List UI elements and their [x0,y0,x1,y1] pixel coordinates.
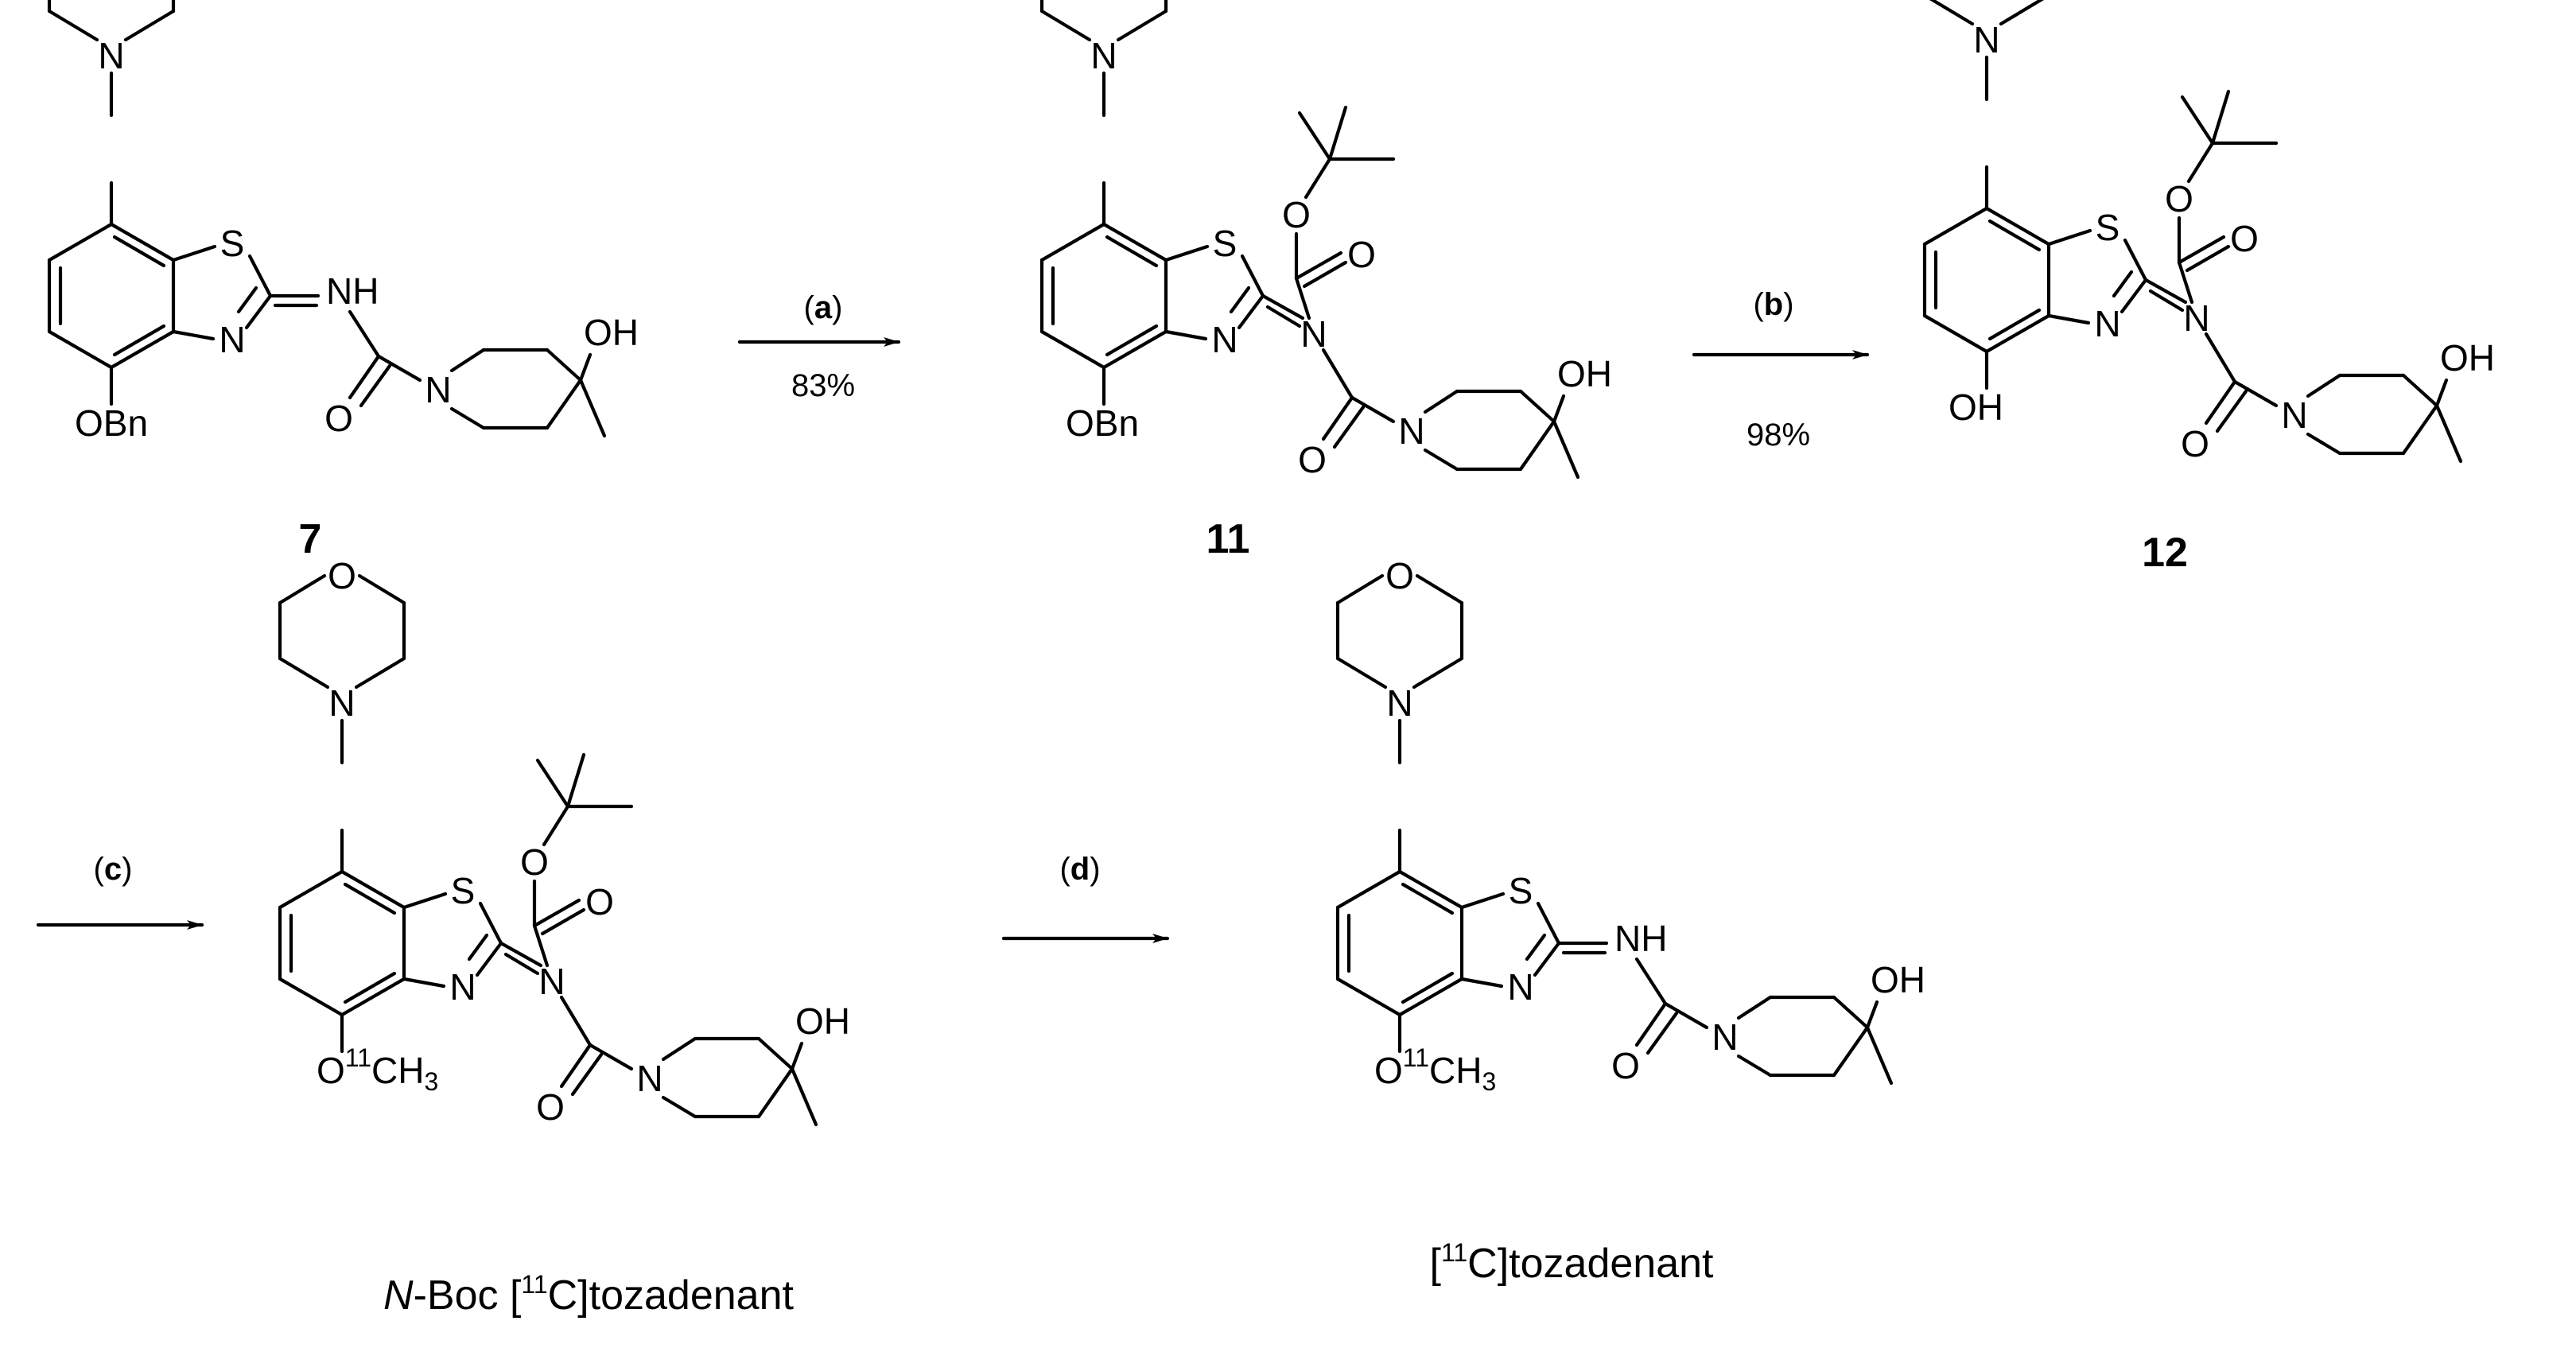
compound-12: OH N 12 [1925,0,2495,576]
step-a-yield: 83% [791,368,855,403]
step-c-letter: c [104,852,122,887]
amide-nh: NH [1614,918,1667,959]
step-c-close: ) [122,852,132,887]
step-c-open: ( [94,852,105,887]
urea-nitrogen: N [2183,297,2209,339]
compound-7: OBn NH 7 [49,0,639,562]
methoxy-label: O11CH3 [1374,1043,1496,1096]
compound-nboc-tozadenant: O11CH3 N N-Boc [11C]tozadenant [280,555,850,1319]
svg-text:(c): (c) [94,852,133,887]
step-d-close: ) [1090,852,1100,887]
step-c: (c) [36,852,204,930]
step-b-letter: b [1764,287,1783,322]
step-b-close: ) [1783,287,1793,322]
methoxy-label: O11CH3 [317,1043,438,1096]
amide-nh: NH [326,270,379,312]
step-b-open: ( [1753,287,1764,322]
step-a-open: ( [804,290,815,325]
compound-label-12: 12 [2142,530,2188,576]
step-a-letter: a [814,290,833,325]
svg-text:(d): (d) [1059,852,1100,887]
step-d: (d) [1001,852,1170,943]
urea-nitrogen: N [1300,313,1327,355]
nboc-tozadenant-caption: N-Boc [11C]tozadenant [383,1270,794,1319]
step-a: (a) 83% [737,290,901,403]
step-b: (b) 98% [1692,287,1870,453]
step-d-open: ( [1059,852,1070,887]
tozadenant-caption: [11C]tozadenant [1429,1238,1714,1287]
compound-label-11: 11 [1206,516,1250,562]
svg-text:(b): (b) [1753,287,1793,322]
step-b-yield: 98% [1746,418,1810,453]
phenol-hydroxyl: OH [1949,387,2003,428]
step-a-close: ) [832,290,842,325]
step-d-letter: d [1070,852,1090,887]
benzyloxy-label: OBn [75,402,148,444]
urea-nitrogen: N [538,961,565,1002]
compound-11: OBn N 11 [1042,0,1612,562]
compound-tozadenant: O11CH3 NH [11C]tozadenant [1338,555,1925,1287]
svg-text:(a): (a) [804,290,843,325]
compound-label-7: 7 [299,516,322,562]
benzyloxy-label: OBn [1066,402,1139,444]
